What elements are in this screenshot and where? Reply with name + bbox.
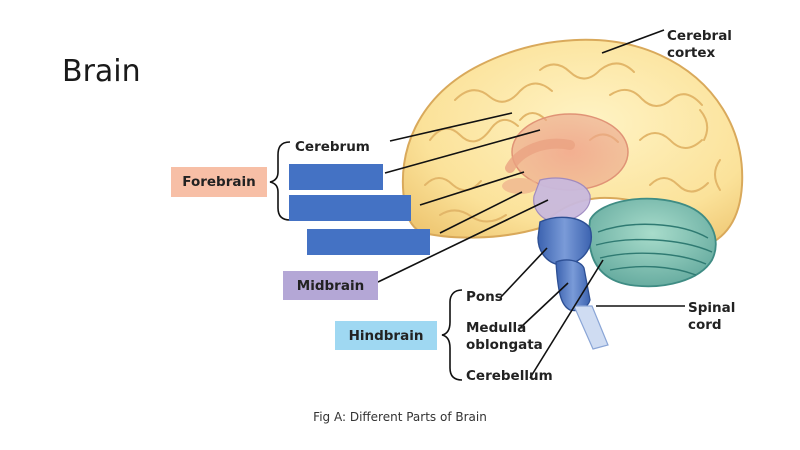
- forebrain-brace: [269, 141, 291, 221]
- slide-title: Brain: [62, 54, 141, 89]
- medulla-shape: [555, 259, 591, 312]
- corpus-callosum-arc: [505, 138, 575, 173]
- spinal-cord-label: Spinal cord: [688, 300, 736, 333]
- blank-label-box: [307, 229, 430, 255]
- midbrain-shape: [533, 177, 591, 223]
- pointer-lines: [377, 29, 685, 379]
- midbrain-tag: Midbrain: [283, 271, 378, 300]
- medulla-oblongata-label: Medulla oblongata: [466, 320, 543, 353]
- hindbrain-tag: Hindbrain: [335, 321, 437, 350]
- spinal-cord-shape: [573, 305, 609, 350]
- hindbrain-brace: [441, 289, 463, 381]
- cerebellum-shape: [588, 197, 717, 288]
- figure-caption: Fig A: Different Parts of Brain: [313, 410, 487, 424]
- cerebrum-label: Cerebrum: [295, 139, 370, 155]
- blank-label-box: [289, 195, 411, 221]
- forebrain-tag: Forebrain: [171, 167, 267, 197]
- pons-label: Pons: [466, 289, 503, 305]
- cerebellum-label: Cerebellum: [466, 368, 553, 384]
- blank-label-box: [289, 164, 383, 190]
- pons-shape: [537, 216, 592, 266]
- hypothalamus-region: [502, 178, 538, 194]
- cerebral-cortex-label: Cerebral cortex: [667, 28, 732, 61]
